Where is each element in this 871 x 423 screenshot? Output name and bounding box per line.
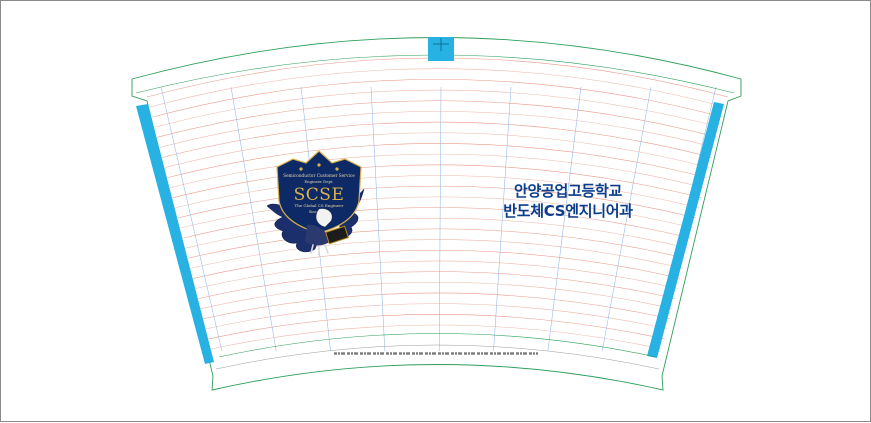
bottom-fold-arc (215, 344, 660, 370)
guide-arc (172, 164, 702, 199)
guide-radial (493, 86, 512, 352)
guide-arc (154, 89, 721, 128)
star-icon (335, 167, 339, 171)
emblem-tagline: The Global CS Engineer (295, 203, 344, 208)
guide-arc (182, 207, 692, 239)
guide-arc (146, 57, 729, 98)
guide-arc (162, 121, 713, 158)
guide-arc (167, 143, 707, 178)
guide-arc (208, 314, 665, 340)
right-bleed-bar (647, 102, 724, 358)
guide-arc (190, 239, 684, 269)
guide-radial (547, 86, 582, 352)
star-icon (299, 167, 303, 171)
guide-radial (230, 86, 277, 352)
school-name: 안양공업고등학교 (513, 182, 622, 200)
guide-arc (198, 271, 676, 299)
emblem-shield (276, 150, 362, 234)
guide-arc (180, 196, 694, 229)
eagle-body (305, 224, 331, 246)
ruled-guide-lines (146, 57, 729, 350)
guide-arc (195, 260, 678, 289)
guide-arc (157, 100, 718, 138)
guide-arc (149, 68, 726, 108)
guide-arc (193, 250, 681, 279)
guide-arc (152, 79, 723, 118)
guide-arc (185, 217, 689, 249)
guide-arc (169, 153, 705, 188)
guide-arc (210, 324, 663, 350)
department-name: 반도체CS엔지니어과 (503, 202, 633, 220)
emblem-arc-text: Semiconductor Customer Service (283, 173, 355, 178)
bottom-glue-arc (218, 333, 657, 358)
guide-arc (205, 303, 668, 330)
guide-arc (175, 175, 700, 209)
guide-radial (160, 86, 223, 352)
emblem-subtitle: Engineer Dept. (304, 179, 333, 184)
eagle-talons (310, 244, 329, 256)
emblem-acronym: SCSE (294, 185, 345, 205)
guide-radial (438, 86, 442, 352)
bottom-imprint (334, 352, 538, 355)
guide-arc (159, 111, 715, 148)
guide-radial (370, 86, 386, 352)
eagle-head (315, 208, 333, 228)
guide-radial (601, 86, 652, 352)
guide-arc (164, 132, 710, 168)
left-bleed-bar (136, 104, 214, 364)
guide-arc (187, 228, 686, 259)
guide-arc (177, 185, 697, 219)
sleeve-outer-outline (131, 37, 742, 391)
department-emblem: Semiconductor Customer Service Engineer … (266, 150, 365, 256)
guide-arc (200, 282, 673, 309)
chip-icon (325, 225, 349, 245)
star-icon (317, 163, 321, 167)
guide-arc (203, 292, 670, 320)
